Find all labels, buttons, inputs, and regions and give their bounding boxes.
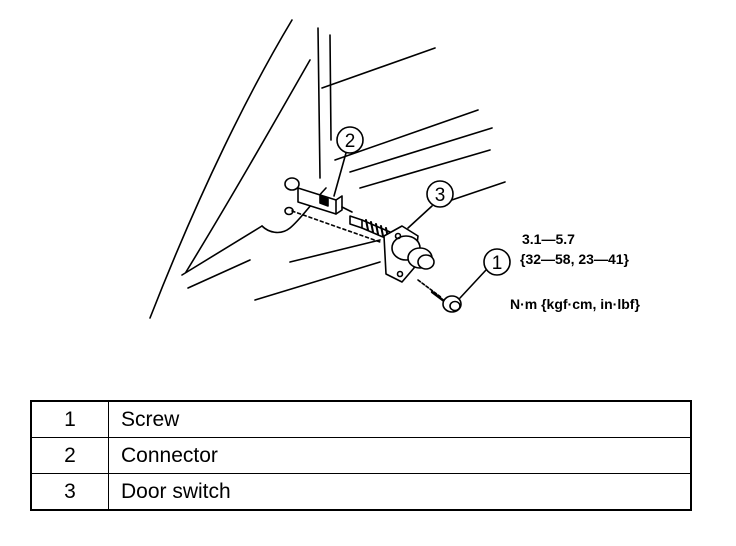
part-name: Door switch xyxy=(108,473,692,511)
torque-units: N·m {kgf·cm, in·lbf} xyxy=(510,296,640,312)
callout-2-label: 2 xyxy=(345,131,356,152)
part-number: 3 xyxy=(30,473,109,511)
callout-3-label: 3 xyxy=(435,185,446,206)
door-body-outline xyxy=(181,47,506,301)
table-row: 3 Door switch xyxy=(30,473,692,511)
door-switch-part xyxy=(383,225,435,283)
torque-value: 3.1—5.7 xyxy=(522,231,575,247)
callout-2 xyxy=(333,126,364,197)
part-number: 1 xyxy=(30,400,109,438)
part-name: Connector xyxy=(108,437,692,474)
callout-1-label: 1 xyxy=(492,253,503,274)
screw-part xyxy=(417,279,462,313)
table-row: 2 Connector xyxy=(30,437,692,474)
torque-alt-values: {32—58, 23—41} xyxy=(520,251,630,267)
mounting-holes xyxy=(284,177,381,243)
callout-3 xyxy=(407,180,454,229)
table-row: 1 Screw xyxy=(30,400,692,438)
connector-part xyxy=(297,187,353,215)
part-number: 2 xyxy=(30,437,109,474)
door-switch-diagram: 2 3 1 3.1—5.7 {32—58, 23—41} N·m {kgf·cm… xyxy=(149,19,640,319)
parts-table: 1 Screw 2 Connector 3 Door switch xyxy=(30,400,692,511)
part-name: Screw xyxy=(108,400,692,438)
callout-1 xyxy=(459,248,511,299)
door-pillar-outline xyxy=(149,19,332,319)
switch-plunger xyxy=(349,215,391,241)
